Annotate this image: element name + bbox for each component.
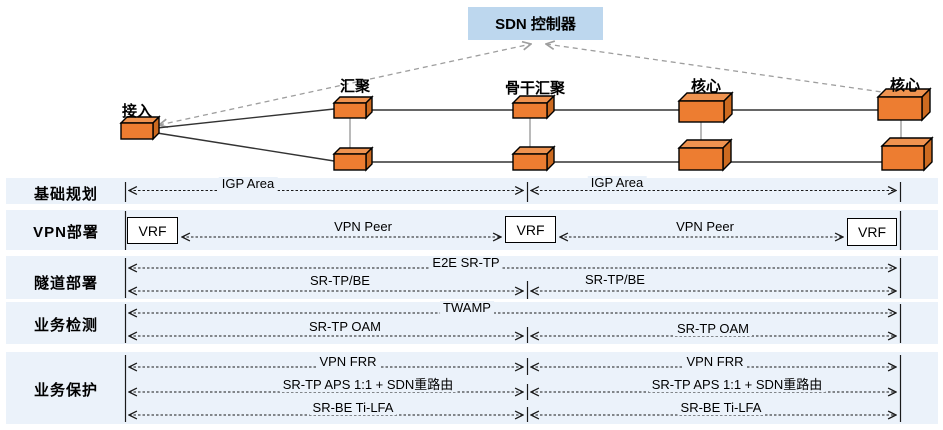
node-label-aggregation: 汇聚 — [339, 78, 371, 95]
row-label-basic-planning: 基础规划 — [33, 186, 99, 203]
core2-node-icon-top — [876, 87, 932, 122]
backbone-aggregation-node-icon-top — [511, 94, 556, 120]
access-node-icon — [119, 115, 161, 141]
topology-links — [156, 108, 902, 163]
annotation-sr-tp-be-2: SR-TP/BE — [582, 273, 648, 287]
row-label-vpn-deployment: VPN部署 — [33, 224, 99, 241]
annotation-vpn-frr-1: VPN FRR — [316, 355, 380, 369]
vrf-box-access: VRF — [127, 217, 178, 244]
vrf-box-core: VRF — [847, 218, 897, 246]
vrf-box-backbone: VRF — [505, 216, 556, 243]
annotation-sr-be-ti-lfa-1: SR-BE Ti-LFA — [309, 401, 397, 415]
annotation-igp-area-2: IGP Area — [587, 176, 647, 190]
node-label-core-1: 核心 — [690, 78, 722, 95]
annotation-vpn-frr-2: VPN FRR — [683, 355, 747, 369]
annotation-igp-area-1: IGP Area — [218, 177, 278, 191]
aggregation-node-icon-bottom — [332, 146, 374, 172]
annotation-sr-tp-aps-1: SR-TP APS 1:1 + SDN重路由 — [279, 378, 457, 392]
measure-lines — [124, 182, 902, 422]
core1-node-icon-bottom — [677, 138, 733, 172]
annotation-sr-tp-oam-1: SR-TP OAM — [306, 320, 384, 334]
node-label-access: 接入 — [121, 103, 153, 120]
core1-node-icon-top — [677, 91, 734, 124]
backbone-aggregation-node-icon-bottom — [511, 145, 556, 172]
annotation-sr-tp-be-1: SR-TP/BE — [307, 274, 373, 288]
aggregation-node-icon-top — [332, 95, 374, 120]
node-label-backbone-aggregation: 骨干汇聚 — [504, 80, 566, 97]
annotation-twamp: TWAMP — [440, 301, 494, 315]
node-label-core-2: 核心 — [889, 77, 921, 94]
annotation-vpn-peer-2: VPN Peer — [673, 220, 737, 234]
annotation-e2e-sr-tp: E2E SR-TP — [429, 256, 503, 270]
annotation-sr-tp-aps-2: SR-TP APS 1:1 + SDN重路由 — [648, 378, 826, 392]
sdn-control-links — [159, 44, 896, 125]
sdn-controller-box: SDN 控制器 — [468, 7, 603, 40]
row-label-service-detection: 业务检测 — [33, 317, 99, 334]
annotation-sr-be-ti-lfa-2: SR-BE Ti-LFA — [677, 401, 765, 415]
annotation-sr-tp-oam-2: SR-TP OAM — [674, 322, 752, 336]
annotation-vpn-peer-1: VPN Peer — [331, 220, 395, 234]
core2-node-icon-bottom — [880, 136, 934, 172]
row-label-service-protection: 业务保护 — [33, 382, 99, 399]
row-label-tunnel-deployment: 隧道部署 — [33, 275, 99, 292]
